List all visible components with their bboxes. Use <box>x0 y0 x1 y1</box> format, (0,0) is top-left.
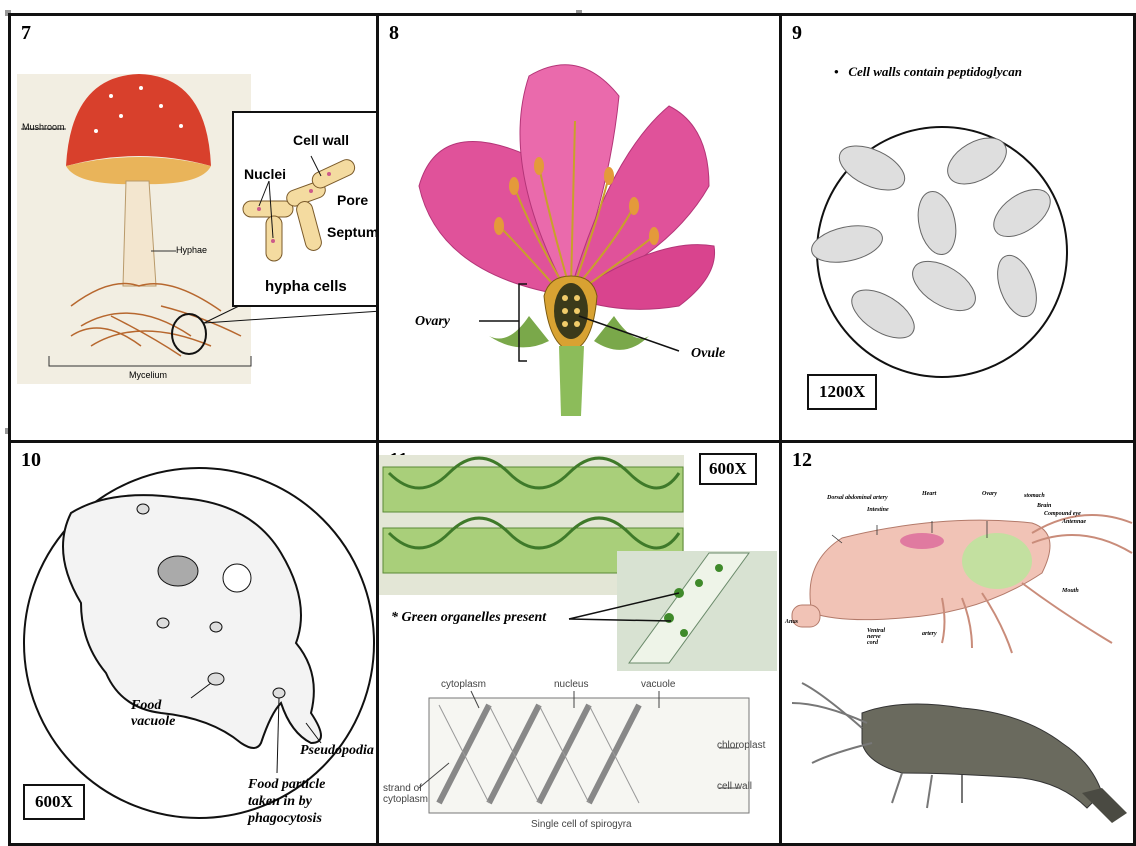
pseudopodia-label: Pseudopodia <box>300 743 374 759</box>
brain-label: Brain <box>1037 503 1051 509</box>
panel-9-bacteria: 9 • Cell walls contain peptidoglycan 120… <box>782 13 1136 443</box>
magnification-box: 1200X <box>807 374 877 410</box>
panel-11-spirogyra: 11 600X * Green organelles present cytop… <box>379 443 782 846</box>
pore-label: Pore <box>337 192 368 208</box>
cytoplasm-label: cytoplasm <box>441 679 486 690</box>
ovary-label: Ovary <box>415 314 450 330</box>
anus-label: Anus <box>785 619 798 625</box>
artery-label: artery <box>922 631 937 637</box>
antennae-label: Antennae <box>1062 519 1086 525</box>
mushroom-label: Mushroom <box>22 122 65 132</box>
crayfish-illustration <box>782 443 1134 843</box>
cell-wall-label: Cell wall <box>293 132 349 148</box>
ventral-nerve-cord-label: Ventral nerve cord <box>867 628 893 646</box>
heart-label: Heart <box>922 491 936 497</box>
septum-label: Septum <box>327 224 378 240</box>
magnification-box: 600X <box>23 784 85 820</box>
stomach-label: stomach <box>1024 493 1045 499</box>
mycelium-label: Mycelium <box>129 370 167 380</box>
nucleus-label: nucleus <box>554 679 588 690</box>
hypha-cells-label: hypha cells <box>265 278 347 295</box>
ovule-label: Ovule <box>691 346 725 362</box>
panel-8-flower: 8 Ovary Ovule <box>379 13 782 443</box>
food-particle-label: Food particle taken in by phagocytosis <box>248 776 358 827</box>
compound-eye-label: Compound eye <box>1044 511 1081 517</box>
dorsal-artery-label: Dorsal abdominal artery <box>827 495 888 501</box>
green-organelles-note: * Green organelles present <box>391 610 546 626</box>
panel-12-crayfish: 12 Dorsal abdominal artery Intestine Hea… <box>782 443 1136 846</box>
ovary-label: Ovary <box>982 491 997 497</box>
strand-label: strand of cytoplasm <box>383 783 429 805</box>
mouth-label: Mouth <box>1062 588 1079 594</box>
food-vacuole-label: Food vacuole <box>131 698 191 730</box>
panel-7-mushroom: 7 <box>8 13 379 443</box>
vacuole-label: vacuole <box>641 679 675 690</box>
panel-10-amoeba: 10 Food vacuole Pseudopodia Food particl… <box>8 443 379 846</box>
chloroplast-label: chloroplast <box>717 740 765 751</box>
hyphae-label: Hyphae <box>176 245 207 255</box>
spirogyra-caption: Single cell of spirogyra <box>531 819 632 830</box>
cell-wall-label: cell wall <box>717 781 752 792</box>
mushroom-illustration <box>11 16 379 443</box>
nuclei-label: Nuclei <box>244 166 286 182</box>
diagram-grid: 7 <box>8 13 1136 846</box>
intestine-label: Intestine <box>867 507 889 513</box>
magnification-box: 600X <box>699 453 757 485</box>
flower-illustration <box>379 16 779 443</box>
